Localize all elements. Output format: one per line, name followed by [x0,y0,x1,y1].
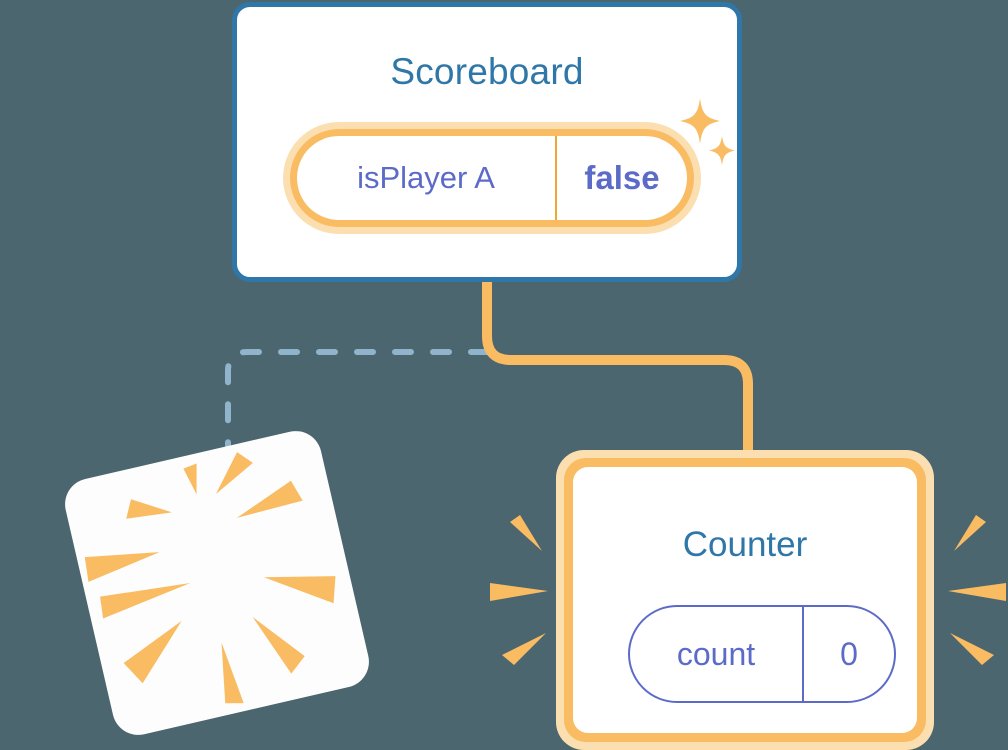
counter-burst-rays-right-icon [948,515,1006,665]
counter-burst-rays-left-icon [490,515,548,665]
state-key-counter: count [630,607,804,701]
burst-rays-icon [84,452,336,704]
counter-box-ring: Counter count 0 [564,458,926,742]
state-pill-ring: isPlayer A false [290,129,694,227]
re-render-burst-card [59,425,375,741]
state-pill-core: isPlayer A false [297,136,687,220]
component-title-counter: Counter [682,525,808,564]
state-value-scoreboard: false [584,159,660,196]
sparkle-large-icon [680,98,720,144]
sparkle-stars-icon [680,98,735,165]
sparkle-small-icon [709,136,735,165]
state-key-scoreboard: isPlayer A [297,136,557,220]
component-box-counter[interactable]: Counter count 0 [556,450,934,750]
state-pill-scoreboard[interactable]: isPlayer A false [283,122,701,234]
counter-box-core: Counter count 0 [573,467,917,733]
state-pill-counter[interactable]: count 0 [628,605,896,703]
component-title-scoreboard: Scoreboard [390,51,584,92]
state-value-counter: 0 [840,635,858,672]
solid-edge-scoreboard-to-counter [482,282,753,462]
component-box-scoreboard[interactable]: Scoreboard isPlayer A false [232,2,742,282]
